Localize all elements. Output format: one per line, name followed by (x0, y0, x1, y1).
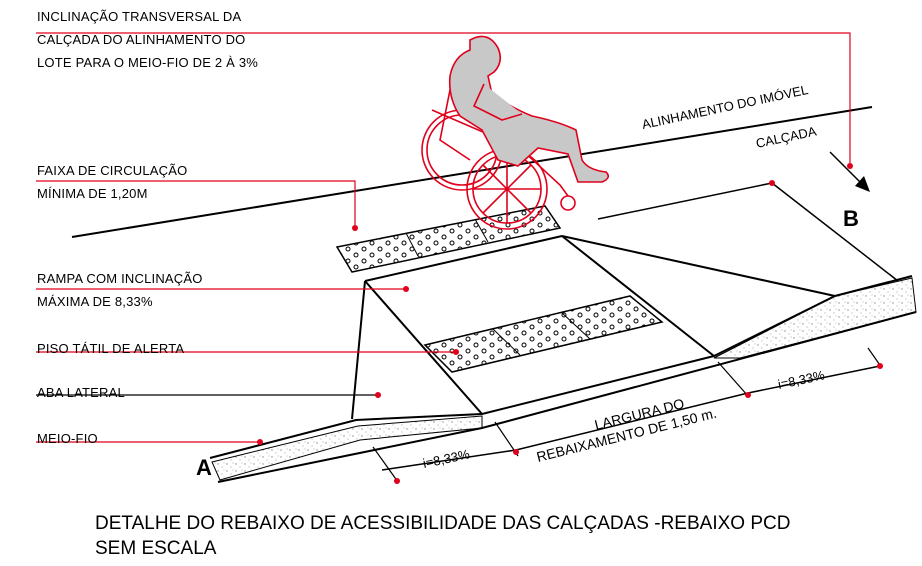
curb-top-line (209, 275, 913, 459)
label-cross-slope-line2: CALÇADA DO ALINHAMENTO DO (37, 32, 246, 47)
dimension-dot (877, 363, 883, 369)
leader-dot (847, 163, 853, 169)
leader-dot (403, 286, 409, 292)
dimension-dot (745, 392, 751, 398)
label-cross-slope-line1: INCLINAÇÃO TRANSVERSAL DA (37, 9, 242, 24)
dimension-dot (394, 478, 400, 484)
arrow-head (855, 176, 870, 192)
leader-cross-slope (36, 32, 851, 166)
slope-left-label: i=8,33% (422, 446, 472, 471)
label-curb: MEIO-FIO (37, 431, 98, 446)
dimension-line (747, 365, 881, 394)
aba-left-edge (351, 280, 366, 420)
label-circulation-line2: MÍNIMA DE 1,20M (37, 186, 148, 201)
ramp-left-edge (364, 280, 483, 415)
leader-dot (375, 392, 381, 398)
ramp-right-edge (561, 235, 715, 357)
dimension-line (515, 392, 749, 451)
label-aba-lateral: ABA LATERAL (37, 385, 125, 400)
leader-dot (769, 180, 775, 186)
aba-right-edge (561, 235, 836, 297)
leader-dot (257, 439, 263, 445)
leader-dot (453, 349, 459, 355)
ramp-top-edge (364, 235, 563, 282)
label-circulation-line1: FAIXA DE CIRCULAÇÃO (37, 163, 188, 178)
sidewalk-label: CALÇADA (755, 123, 819, 151)
tactile-divider (474, 218, 489, 243)
leader-dot (352, 225, 358, 231)
alignment-label: ALINHAMENTO DO IMÓVEL (641, 82, 810, 132)
tactile-divider (492, 328, 521, 356)
leader-circulation (36, 180, 356, 228)
property-alignment-line (71, 106, 873, 238)
b-diagonal (771, 182, 899, 282)
tactile-strip-mid (423, 295, 664, 373)
point-b-label: B (843, 206, 859, 231)
point-a-label: A (196, 455, 212, 480)
curb-bottom-line (217, 311, 917, 483)
label-cross-slope-line3: LOTE PARA O MEIO-FIO DE 2 À 3% (37, 55, 259, 70)
dimension-line (381, 449, 517, 471)
label-tactile: PISO TÁTIL DE ALERTA (37, 341, 185, 356)
sidewalk-line (597, 182, 773, 220)
label-ramp-line1: RAMPA COM INCLINAÇÃO (37, 271, 203, 286)
curb-hatch-left (211, 415, 483, 481)
curb-hatch-right (713, 277, 917, 359)
slope-right-label: i=8,33% (777, 367, 827, 392)
dimension-dot (513, 449, 519, 455)
tactile-divider (560, 311, 591, 340)
dimension-tick (717, 361, 749, 397)
label-ramp-line2: MÁXIMA DE 8,33% (37, 294, 153, 309)
tactile-divider (405, 232, 419, 257)
caption-scale: SEM ESCALA (95, 538, 217, 559)
wheelchair-user-icon (421, 35, 610, 230)
dimension-tick (372, 446, 399, 483)
caption-title: DETALHE DO REBAIXO DE ACESSIBILIDADE DAS… (95, 513, 791, 534)
